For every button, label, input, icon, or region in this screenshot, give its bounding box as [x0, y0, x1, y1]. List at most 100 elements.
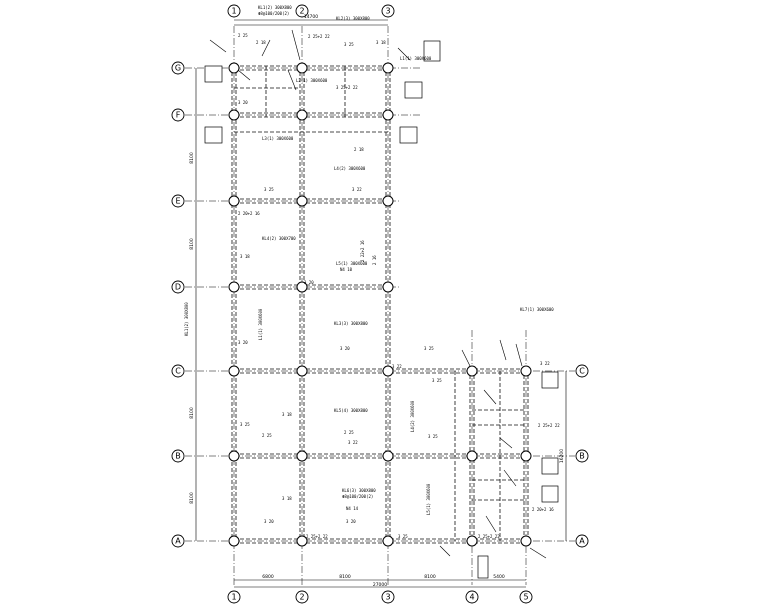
axis-label-top-2: 2	[299, 7, 304, 16]
axis-label-left-f: F	[176, 111, 181, 120]
axis-bubble-top-3	[381, 4, 395, 18]
rebar-annotation: 3 22	[352, 187, 362, 192]
detail-boxes	[204, 40, 559, 579]
axis-label-right-b: B	[579, 452, 585, 461]
detail-box	[204, 65, 223, 83]
column	[228, 109, 240, 121]
rebar-annotation: 3 20	[264, 519, 274, 524]
axis-label-top-1: 1	[231, 7, 236, 16]
rebar-annotation: 2 16	[372, 255, 377, 265]
detail-stub	[209, 39, 227, 53]
rebar-annotation: 3 25	[432, 378, 442, 383]
axis-label-top-3: 3	[385, 7, 390, 16]
column	[466, 365, 478, 377]
grid-lines	[185, 26, 575, 585]
rebar-annotation: 3 20	[304, 280, 314, 285]
dimension-lines	[195, 19, 567, 588]
axis-bubble-bottom-5	[519, 590, 533, 604]
dim-bottom-span-1: 6800	[262, 574, 274, 580]
rebar-annotation: 3 18	[282, 496, 292, 501]
detail-stub	[485, 515, 497, 533]
detail-box	[399, 126, 418, 144]
dim-bottom-span-3: 8100	[424, 574, 436, 580]
axis-label-left-c: C	[175, 367, 181, 376]
dim-top-overall: 14700	[304, 14, 318, 20]
dim-right-span: 16200	[559, 449, 565, 463]
axis-label-left-e: E	[175, 197, 180, 206]
column	[296, 281, 308, 293]
beam-annotation: KL3(3) 300X800	[334, 321, 368, 326]
rebar-annotation: 3 22	[348, 440, 358, 445]
detail-box	[204, 126, 223, 144]
axis-bubble-bottom-1	[227, 590, 241, 604]
beam-annotation: L3(1) 300X600	[262, 136, 294, 141]
axis-bubbles: 1 2 3 1 2 3 4 5 G F E D C B A C B A	[171, 4, 589, 604]
column	[520, 365, 532, 377]
detail-stub	[499, 339, 507, 361]
detail-box	[541, 485, 559, 503]
detail-stub	[461, 349, 471, 367]
axis-bubble-left-g	[171, 61, 185, 75]
reinforcement-annotations: KL1(2) 300X800 KL2(3) 300X800 Φ8@100/200…	[184, 5, 560, 539]
beam-annotation: L5(1) 300X600	[336, 261, 368, 266]
beam-annotation: L1(1) 300X600	[400, 56, 432, 61]
rebar-annotation: 2 25+2 22	[478, 534, 500, 539]
beam-annotation: L5(1) 300X600	[426, 483, 431, 515]
rebar-annotation: 2 25+2 22	[538, 423, 560, 428]
axis-label-left-a: A	[175, 537, 181, 546]
column	[382, 195, 394, 207]
dim-left-span: 8100	[189, 492, 195, 504]
detail-stub	[503, 469, 517, 487]
column	[228, 281, 240, 293]
rebar-annotation: 2 25	[238, 33, 248, 38]
rebar-annotation: 3 25	[344, 42, 354, 47]
rebar-annotation: 3 22	[540, 361, 550, 366]
axis-label-left-g: G	[175, 64, 181, 73]
rebar-annotation: 2 25	[344, 430, 354, 435]
detail-stubs	[209, 29, 547, 559]
beam-annotation: KL6(3) 300X800	[342, 488, 376, 493]
axis-label-bottom-3: 3	[385, 593, 390, 602]
column	[382, 109, 394, 121]
column	[466, 450, 478, 462]
beam-annotation: Φ8@100/200(2)	[342, 494, 373, 499]
axis-bubble-bottom-2	[295, 590, 309, 604]
rebar-annotation: 2 22+2 16	[360, 240, 365, 262]
column	[228, 365, 240, 377]
column	[228, 535, 240, 547]
column	[296, 109, 308, 121]
column	[382, 281, 394, 293]
axis-bubble-bottom-3	[381, 590, 395, 604]
beam-annotation: KL1(2) 300X800	[184, 302, 189, 336]
axis-label-bottom-2: 2	[299, 593, 304, 602]
dim-bottom-total: 27000	[373, 582, 387, 588]
detail-box	[541, 371, 559, 389]
beam-annotation: KL1(2) 300X800	[258, 5, 292, 10]
beam-annotation: KL7(1) 300X600	[520, 307, 554, 312]
dimension-labels: 14700 6800 8100 8100 5400 27000 8100 810…	[189, 14, 565, 588]
column	[382, 450, 394, 462]
rebar-annotation: 2 25+2 22	[306, 534, 328, 539]
column	[466, 535, 478, 547]
detail-stub	[291, 29, 301, 61]
rebar-annotation: 3 25	[428, 434, 438, 439]
detail-stub	[529, 547, 547, 559]
rebar-annotation: 3 25	[264, 187, 274, 192]
rebar-annotation: 2 20+2 16	[238, 211, 260, 216]
axis-label-bottom-5: 5	[523, 593, 528, 602]
beams	[231, 65, 529, 544]
axis-bubble-left-d	[171, 280, 185, 294]
beam-annotation: L4(2) 300X600	[410, 400, 415, 432]
detail-stub	[499, 437, 513, 449]
rebar-annotation: 2 25	[262, 433, 272, 438]
axis-bubble-top-2	[295, 4, 309, 18]
rebar-annotation: 2 25+2 22	[308, 34, 330, 39]
detail-box	[404, 81, 423, 99]
detail-stub	[483, 389, 497, 405]
axis-bubble-left-b	[171, 449, 185, 463]
rebar-annotation: 2 18	[354, 147, 364, 152]
detail-stub	[439, 545, 451, 557]
column	[382, 535, 394, 547]
axis-bubble-right-c	[575, 364, 589, 378]
